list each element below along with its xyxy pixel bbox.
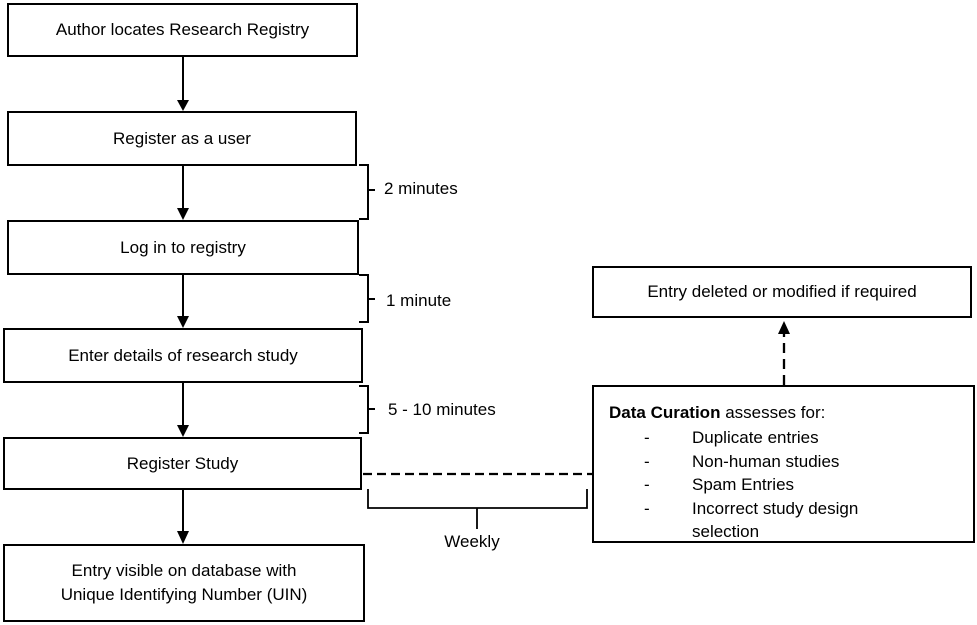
node-label: Author locates Research Registry [55, 20, 310, 39]
bullet-dash: - [644, 498, 650, 518]
label-1-minute: 1 minute [386, 291, 452, 310]
node-label: Enter details of research study [68, 345, 298, 365]
node-register-study: Register Study [3, 437, 362, 490]
bracket-5-10-minutes [359, 385, 375, 434]
curation-item-label: Duplicate entries [692, 428, 819, 447]
curation-title: Data Curation assesses for: [609, 402, 955, 424]
curation-item: - Non-human studies [609, 450, 955, 474]
node-label: Log in to registry [120, 237, 246, 257]
node-log-in-to-registry: Log in to registry [7, 220, 359, 275]
bracket-2-minutes [359, 164, 375, 220]
node-entry-deleted-modified: Entry deleted or modified if required [592, 266, 972, 318]
bullet-dash: - [644, 451, 650, 471]
bullet-dash: - [644, 475, 650, 494]
node-label-line1: Entry visible on database with [71, 561, 297, 580]
label-2-minutes: 2 minutes [384, 179, 458, 198]
arrow-register-to-login [177, 166, 189, 220]
arrow-login-to-details [177, 275, 189, 328]
label-weekly: Weekly [444, 532, 500, 551]
dashed-arrow-curation-to-deleted [778, 321, 790, 385]
node-label: Register as a user [113, 128, 251, 148]
curation-title-rest: assesses for: [720, 403, 826, 422]
bracket-weekly [367, 489, 588, 529]
arrow-details-to-register-study [177, 383, 189, 437]
node-data-curation: Data Curation assesses for: - Duplicate … [592, 385, 975, 543]
arrow-author-to-register [177, 57, 189, 111]
bullet-dash: - [644, 428, 650, 447]
curation-item-label: Incorrect study design selection [692, 498, 859, 542]
curation-title-bold: Data Curation [609, 403, 721, 422]
node-label: Register Study [126, 453, 239, 473]
arrow-register-study-to-entry-visible [177, 490, 189, 544]
node-enter-details: Enter details of research study [3, 328, 363, 383]
label-5-10-minutes: 5 - 10 minutes [388, 400, 496, 419]
curation-item-label: Non-human studies [692, 451, 840, 471]
node-label: Entry deleted or modified if required [647, 282, 917, 301]
node-author-locates-registry: Author locates Research Registry [7, 3, 358, 57]
curation-item-label: Spam Entries [692, 475, 795, 494]
bracket-1-minute [359, 274, 375, 323]
curation-item: - Incorrect study design selection [609, 497, 955, 544]
curation-item: - Duplicate entries [609, 426, 955, 450]
node-register-as-user: Register as a user [7, 111, 357, 166]
curation-item: - Spam Entries [609, 473, 955, 497]
node-label-line2: Unique Identifying Number (UIN) [60, 585, 308, 604]
node-entry-visible-uin: Entry visible on database with Unique Id… [3, 544, 365, 622]
